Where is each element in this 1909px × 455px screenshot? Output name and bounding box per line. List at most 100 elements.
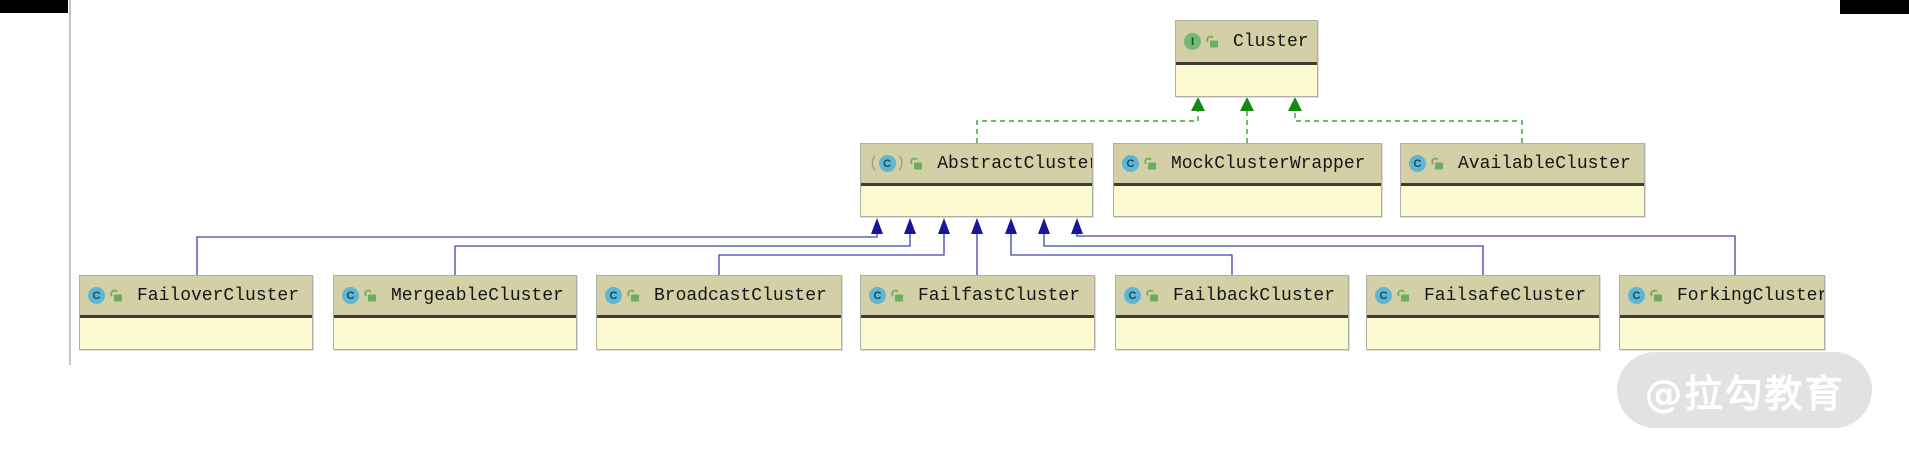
class-icon-letter: C [1128, 289, 1137, 302]
class-name: MergeableCluster [391, 285, 564, 306]
extends-edge-forking [1076, 233, 1736, 275]
paren-close: ) [895, 154, 906, 172]
class-icon-letter: C [883, 157, 892, 170]
implements-edge-availablecluster [1294, 111, 1523, 143]
abstract-class-icon: ( C) [869, 155, 905, 172]
watermark-text: @拉勾教育 [1644, 371, 1845, 416]
class-icon-letter: C [346, 289, 355, 302]
class-icon: C [1628, 287, 1645, 304]
extends-arrowhead [871, 218, 883, 234]
class-icon: C [1122, 155, 1139, 172]
extends-edge-failback [1010, 233, 1233, 275]
class-icon: C [1124, 287, 1141, 304]
class-name: Cluster [1233, 31, 1309, 52]
class-icon-letter: C [609, 289, 618, 302]
dark-bar-right [1840, 0, 1909, 14]
class-name: BroadcastCluster [654, 285, 827, 306]
lock-icon [1650, 289, 1662, 302]
class-node-mock-cluster-wrapper[interactable]: C MockClusterWrapper [1113, 143, 1382, 217]
class-node-cluster[interactable]: I Cluster [1175, 20, 1318, 97]
implements-arrowhead [1191, 97, 1205, 111]
node-title: C BroadcastCluster [597, 276, 841, 318]
extends-arrowhead [1071, 218, 1083, 234]
class-node-failsafe-cluster[interactable]: C FailsafeCluster [1366, 275, 1600, 350]
lock-icon [110, 289, 122, 302]
node-title: C ForkingCluster [1620, 276, 1824, 318]
class-icon: C [1409, 155, 1426, 172]
class-node-forking-cluster[interactable]: C ForkingCluster [1619, 275, 1825, 350]
class-node-mergeable-cluster[interactable]: C MergeableCluster [333, 275, 577, 350]
extends-edge-broadcast [718, 233, 945, 275]
extends-edge-mergeable [454, 233, 911, 275]
class-name: ForkingCluster [1677, 285, 1824, 306]
class-icon: C [88, 287, 105, 304]
node-body [1620, 318, 1824, 349]
class-node-abstract-cluster[interactable]: ( C) AbstractCluster [860, 143, 1093, 217]
class-name: FailoverCluster [137, 285, 300, 306]
node-title: C MockClusterWrapper [1114, 144, 1381, 186]
node-body [1176, 65, 1317, 96]
extends-edge-failsafe [1043, 233, 1484, 275]
node-title: ( C) AbstractCluster [861, 144, 1092, 186]
class-icon: C [342, 287, 359, 304]
class-icon-letter: C [1126, 157, 1135, 170]
node-title: C FailsafeCluster [1367, 276, 1599, 318]
class-name: AvailableCluster [1458, 153, 1631, 174]
extends-arrowhead [938, 218, 950, 234]
lock-icon [910, 157, 923, 170]
lock-icon [1431, 157, 1443, 170]
class-icon: C [1375, 287, 1392, 304]
node-title: C MergeableCluster [334, 276, 576, 318]
class-node-failover-cluster[interactable]: C FailoverCluster [79, 275, 313, 350]
implements-arrowhead [1240, 97, 1254, 111]
node-body [1401, 186, 1644, 216]
node-body [861, 186, 1092, 216]
lock-icon [1397, 289, 1409, 302]
node-body [1367, 318, 1599, 349]
extends-arrowhead [1038, 218, 1050, 234]
lock-icon [1144, 157, 1156, 170]
class-icon-letter: C [92, 289, 101, 302]
lock-icon [364, 289, 376, 302]
implements-edge-abstractcluster [976, 111, 1199, 143]
lock-icon [627, 289, 639, 302]
lock-icon [891, 289, 903, 302]
interface-icon-letter: I [1190, 35, 1195, 48]
class-name: FailsafeCluster [1424, 285, 1587, 306]
dark-bar-left [0, 0, 68, 13]
class-name: FailfastCluster [918, 285, 1081, 306]
node-body [80, 318, 312, 349]
extends-arrowhead [1005, 218, 1017, 234]
node-body [597, 318, 841, 349]
node-title: C AvailableCluster [1401, 144, 1644, 186]
class-icon-letter: C [1413, 157, 1422, 170]
watermark: @拉勾教育 [1617, 352, 1872, 428]
lock-icon [1146, 289, 1158, 302]
class-icon-letter: C [873, 289, 882, 302]
node-title: C FailbackCluster [1116, 276, 1348, 318]
class-name: FailbackCluster [1173, 285, 1336, 306]
class-icon: C [869, 287, 886, 304]
class-icon-letter: C [1632, 289, 1641, 302]
class-node-available-cluster[interactable]: C AvailableCluster [1400, 143, 1645, 217]
node-body [861, 318, 1094, 349]
class-name: MockClusterWrapper [1171, 153, 1366, 174]
class-node-failfast-cluster[interactable]: C FailfastCluster [860, 275, 1095, 350]
extends-edge-failover [196, 233, 878, 275]
lock-icon [1206, 35, 1218, 48]
class-icon-letter: C [1379, 289, 1388, 302]
class-node-broadcast-cluster[interactable]: C BroadcastCluster [596, 275, 842, 350]
pane-divider[interactable] [69, 0, 71, 365]
class-node-failback-cluster[interactable]: C FailbackCluster [1115, 275, 1349, 350]
node-body [1116, 318, 1348, 349]
paren-open: ( [869, 154, 879, 172]
node-title: C FailfastCluster [861, 276, 1094, 318]
class-name: AbstractCluster [937, 153, 1092, 174]
node-body [1114, 186, 1381, 216]
node-title: I Cluster [1176, 21, 1317, 65]
node-title: C FailoverCluster [80, 276, 312, 318]
extends-arrowhead [971, 218, 983, 234]
class-icon: C [605, 287, 622, 304]
